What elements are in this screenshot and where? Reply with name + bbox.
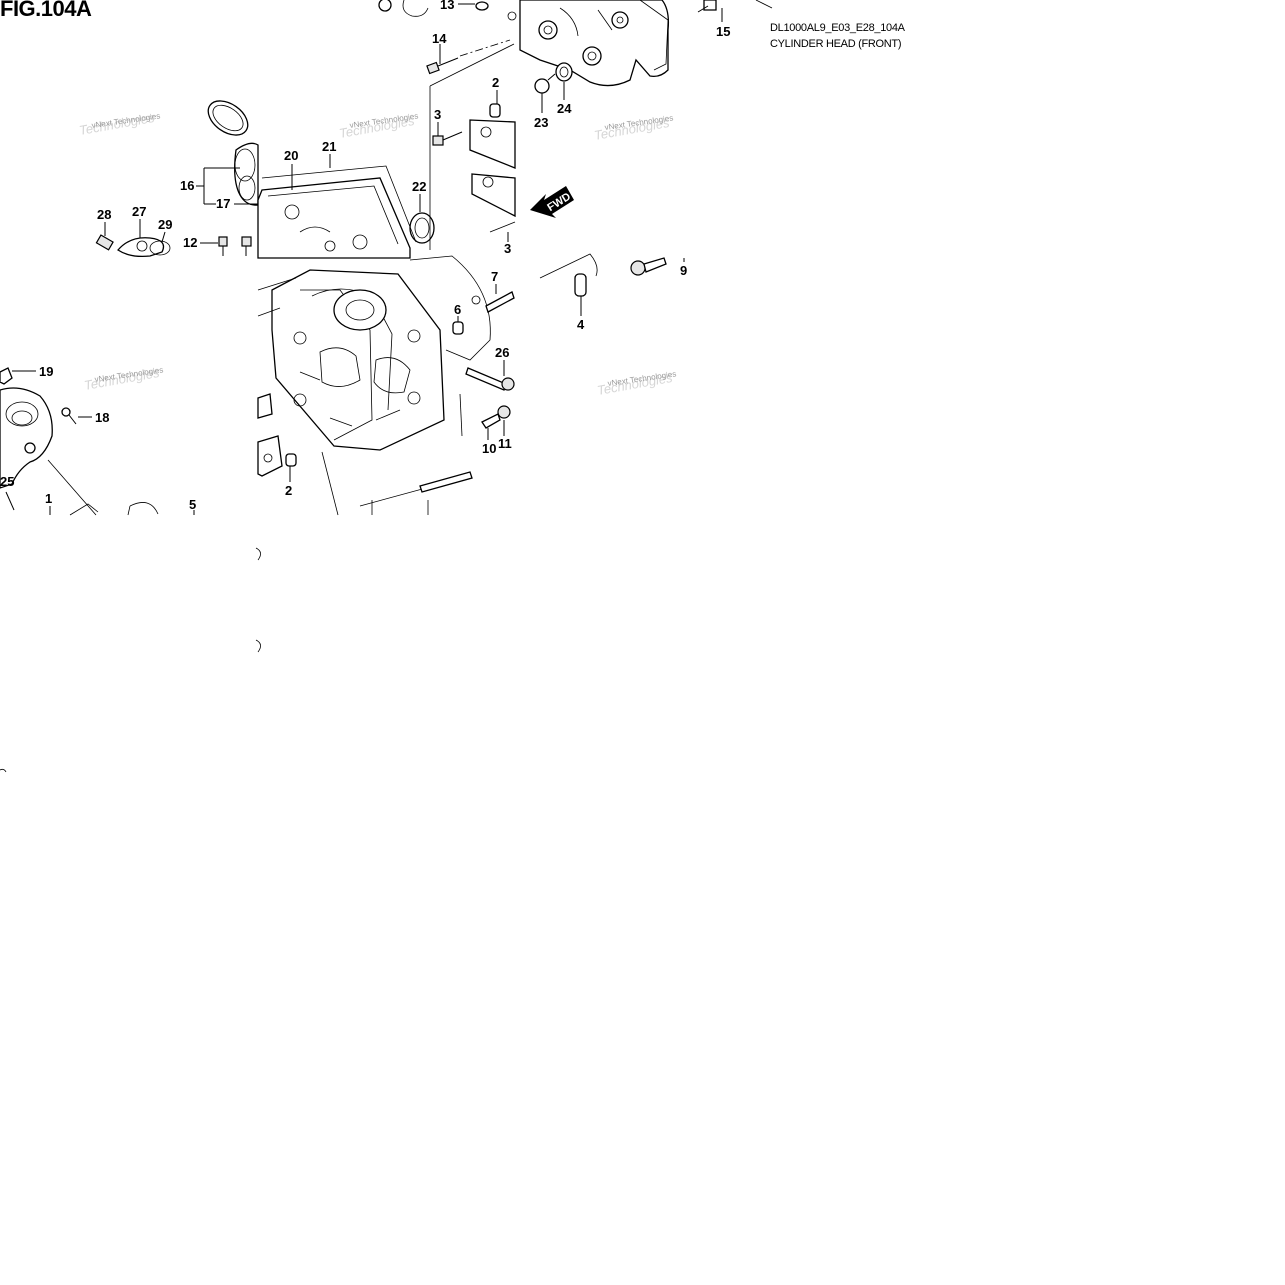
intake-manifold-tile <box>0 367 195 516</box>
stud-bolt-26 <box>465 360 515 391</box>
stud-bolt-7 <box>485 284 515 313</box>
callout-labels: 13 15 14 2 3 24 23 16 17 20 21 22 28 27 … <box>0 0 730 512</box>
callout-24: 24 <box>557 101 572 116</box>
callout-6: 6 <box>454 302 461 317</box>
valve-cover-20 <box>257 164 411 259</box>
callout-27: 27 <box>132 204 146 219</box>
callout-14: 14 <box>432 31 447 46</box>
callout-19: 19 <box>39 364 53 379</box>
bolt-12 <box>200 236 252 256</box>
cylinder-head-tile <box>257 255 515 516</box>
callout-10: 10 <box>482 441 496 456</box>
figure-code: DL1000AL9_E03_E28_104A <box>770 22 905 34</box>
callout-16: 16 <box>180 178 194 193</box>
dowel-pin-2-lower <box>285 453 297 482</box>
callout-2: 2 <box>285 483 292 498</box>
chain-tensioner <box>257 393 283 477</box>
callout-21: 21 <box>322 139 336 154</box>
camshaft-holder <box>469 119 516 218</box>
bolt-14 <box>426 39 511 75</box>
spark-plug-15 <box>697 0 773 22</box>
callout-22: 22 <box>412 179 426 194</box>
callout-5: 5 <box>189 497 196 512</box>
intake-manifold <box>0 387 53 489</box>
grommet-24 <box>555 62 573 100</box>
callout-4: 4 <box>577 317 585 332</box>
gasket-21 <box>261 154 417 243</box>
callout-2: 2 <box>492 75 499 90</box>
callout-15: 15 <box>716 24 730 39</box>
bolt-3 <box>432 122 463 146</box>
callout-23: 23 <box>534 115 548 130</box>
bolt-9 <box>630 257 685 276</box>
bolt-23 <box>534 73 556 113</box>
callout-29: 29 <box>158 217 172 232</box>
dowel-pin-2 <box>489 90 501 118</box>
screw-18 <box>61 407 92 425</box>
cylinder-head <box>257 269 445 451</box>
callout-12: 12 <box>183 235 197 250</box>
callout-3: 3 <box>504 241 511 256</box>
callout-20: 20 <box>284 148 298 163</box>
callout-28: 28 <box>97 207 111 222</box>
forward-arrow: FWD <box>530 186 574 218</box>
intake-pipe <box>234 142 259 206</box>
callout-3: 3 <box>434 107 441 122</box>
figure-name: CYLINDER HEAD (FRONT) <box>770 38 902 50</box>
head-gasket <box>409 255 491 361</box>
lower-fragment <box>0 547 261 773</box>
callout-9: 9 <box>680 263 687 278</box>
stud-bolt-10 <box>481 413 501 440</box>
callout-17: 17 <box>216 196 230 211</box>
guide-4 <box>539 253 598 316</box>
oil-seal-22 <box>409 194 435 244</box>
valve-cover-tile <box>257 0 517 259</box>
nut-11 <box>497 405 511 436</box>
figure-title: FIG.104A <box>0 0 92 21</box>
callout-1: 1 <box>45 491 52 506</box>
washer-13 <box>378 0 517 21</box>
screw-19 <box>0 367 36 385</box>
cover-plate-27 <box>117 219 165 258</box>
intake-pipe-tile <box>95 100 259 258</box>
bolt-28 <box>95 222 114 251</box>
bolt-3-lower <box>489 221 516 242</box>
gasket-5 <box>127 502 195 516</box>
o-ring-29 <box>149 240 171 256</box>
callout-11: 11 <box>498 436 512 451</box>
head-cover-tile: FWD <box>519 0 773 316</box>
callout-26: 26 <box>495 345 509 360</box>
callout-13: 13 <box>440 0 454 12</box>
callout-18: 18 <box>95 410 109 425</box>
cylinder-head-cover <box>519 0 670 87</box>
callout-25: 25 <box>0 474 14 489</box>
callout-7: 7 <box>491 269 498 284</box>
dowel-pin-6 <box>452 316 464 335</box>
hose-clamp <box>207 100 249 136</box>
